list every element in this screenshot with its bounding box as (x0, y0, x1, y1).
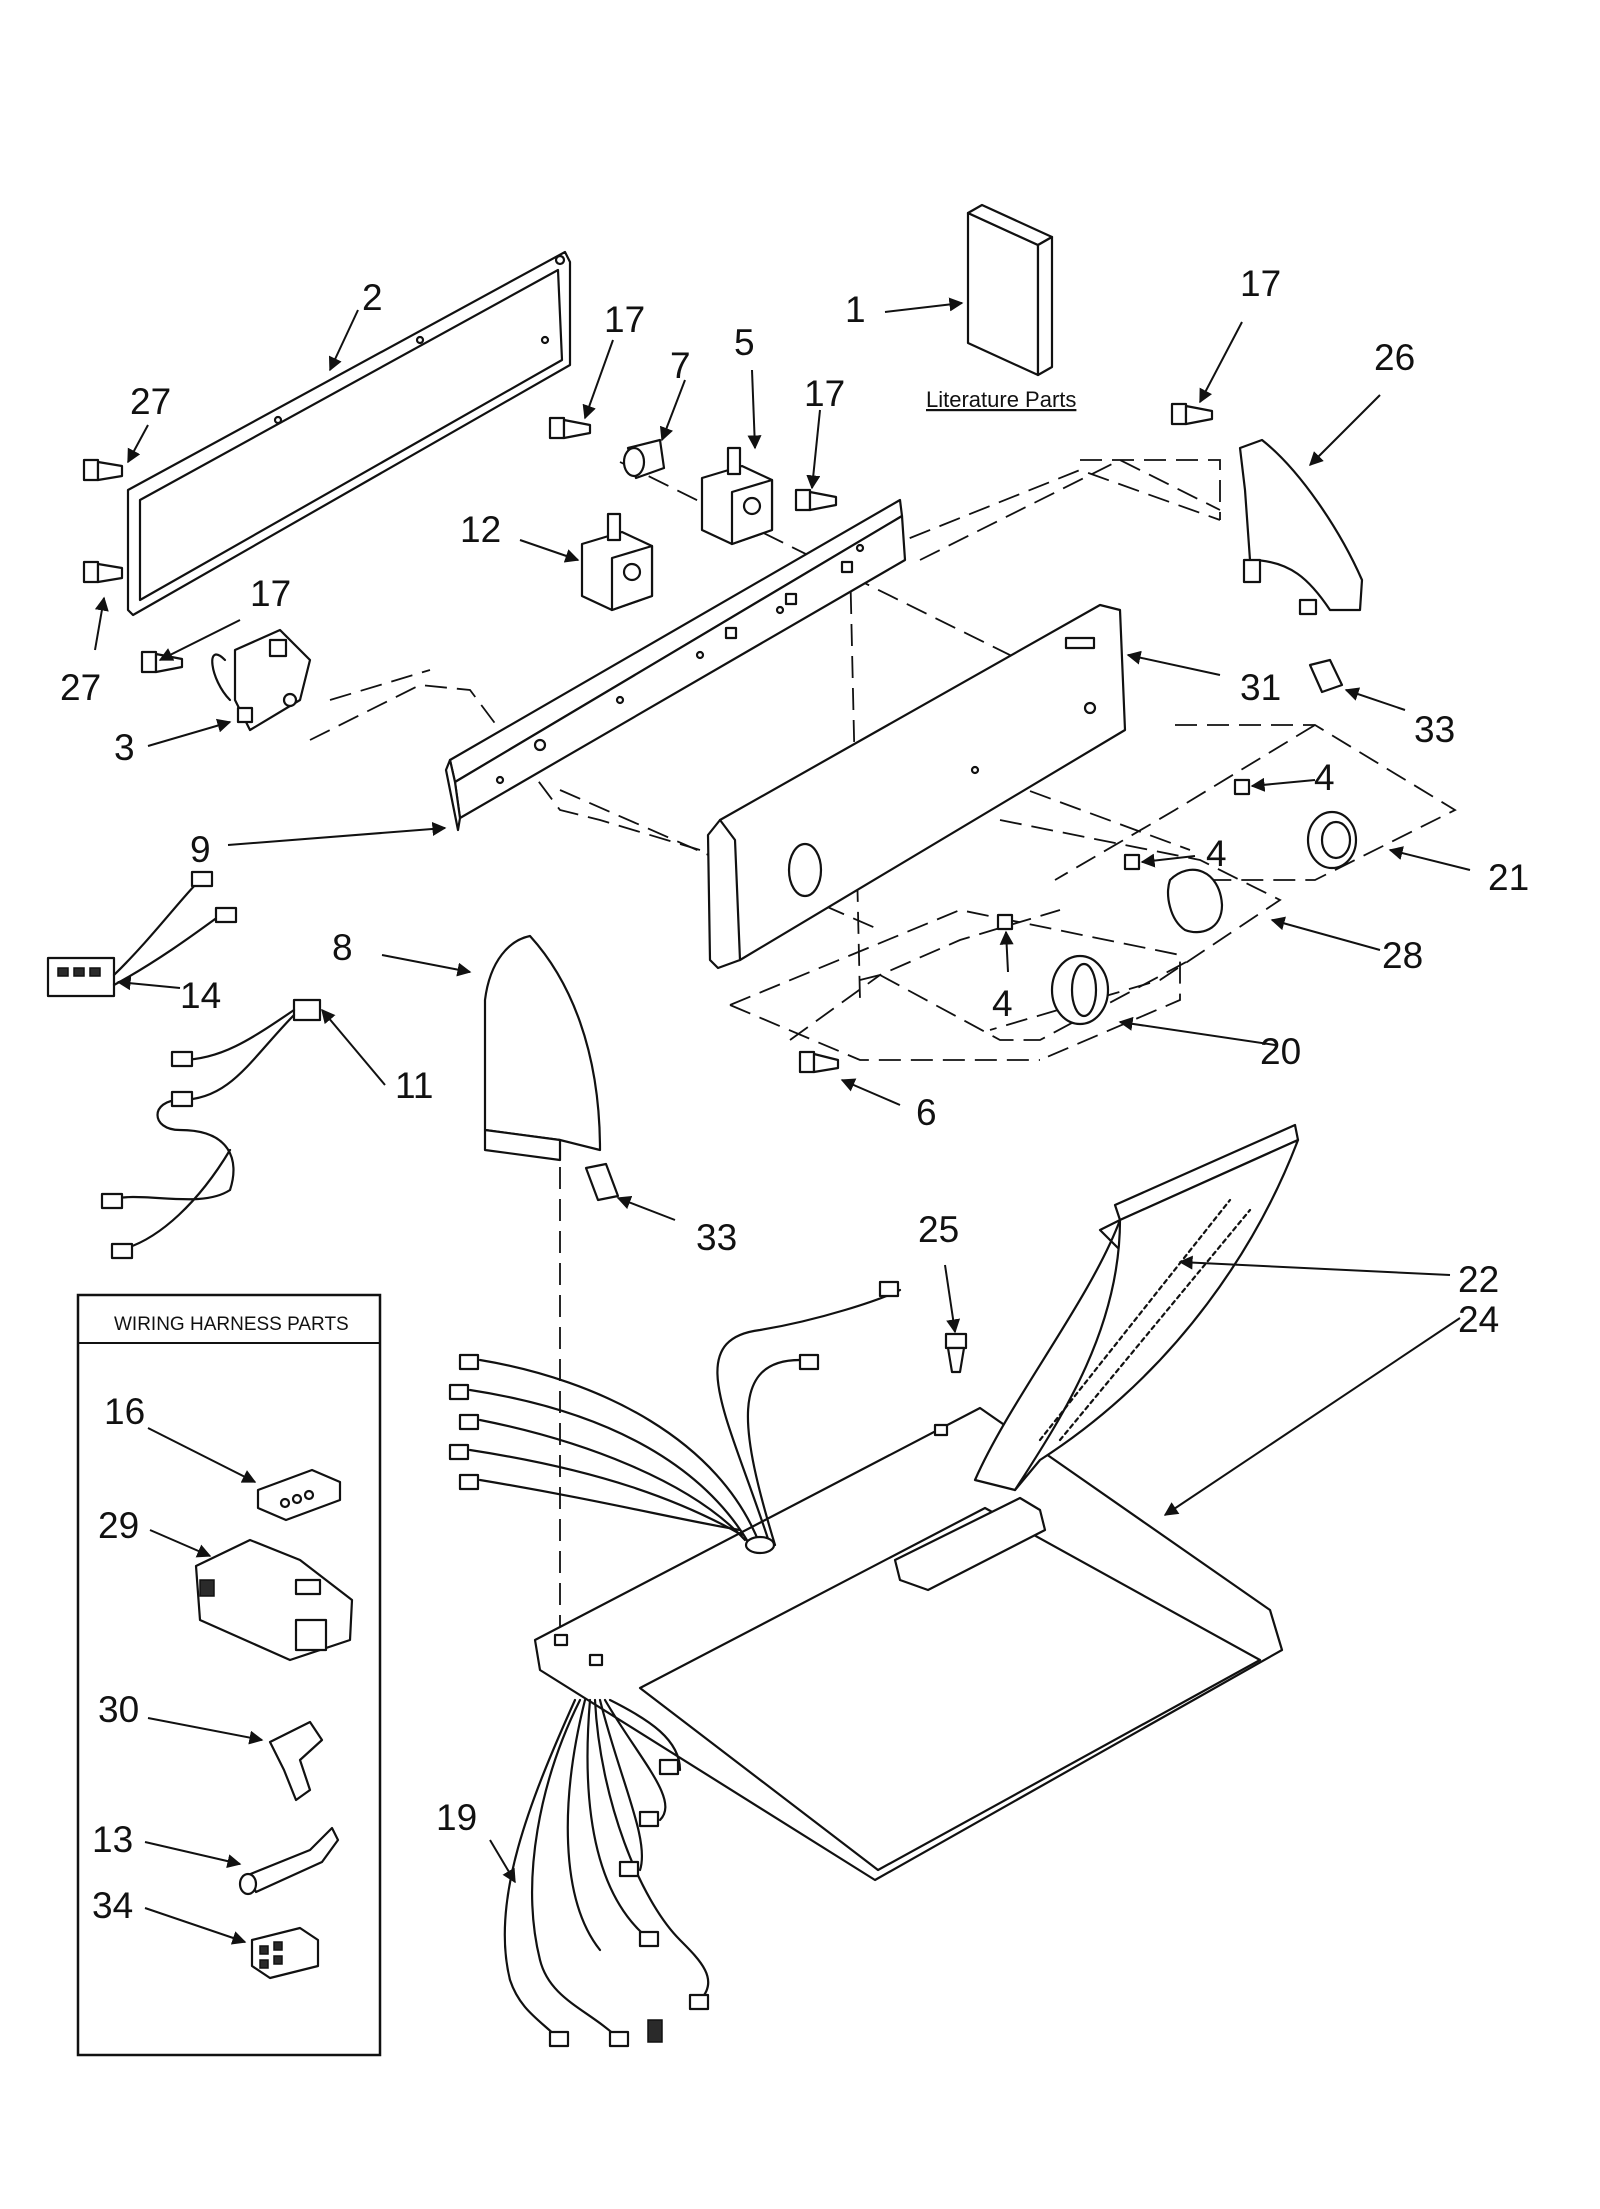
console-part-31 (706, 603, 1127, 970)
insert-part-4-c (996, 913, 1014, 931)
knob-part-20 (1050, 954, 1110, 1026)
callout-25: 25 (918, 1209, 959, 1250)
screw-17-a (548, 416, 592, 440)
callout-4-a: 4 (1314, 757, 1335, 798)
callout-leader-arrows (94, 297, 1471, 1945)
screw-27-bottom (82, 560, 124, 584)
callout-26: 26 (1374, 337, 1415, 378)
callout-20: 20 (1260, 1031, 1301, 1072)
insert-part-4-a (1233, 778, 1251, 796)
connector-part-29 (194, 1538, 354, 1662)
callout-17-d: 17 (1240, 263, 1281, 304)
callout-6: 6 (916, 1092, 937, 1133)
callout-22: 22 (1458, 1259, 1499, 1300)
callout-14: 14 (180, 975, 221, 1016)
callout-19: 19 (436, 1797, 477, 1838)
screw-17-d (1170, 402, 1214, 426)
callout-9: 9 (190, 829, 211, 870)
callout-33-a: 33 (1414, 709, 1455, 750)
clip-part-33-right (1308, 658, 1344, 694)
callout-7: 7 (670, 345, 691, 386)
callout-13: 13 (92, 1819, 133, 1860)
assembly-dashed-lines (309, 458, 1457, 1640)
callout-17-b: 17 (804, 373, 845, 414)
callout-24: 24 (1458, 1299, 1499, 1340)
end-cap-part-26 (1238, 438, 1364, 616)
cover-wire-harness-top (448, 1280, 902, 1555)
top-cover-part-24 (533, 1406, 1284, 1882)
switch-part-12 (580, 512, 654, 612)
clip-part-33-left (584, 1162, 620, 1202)
rear-console-panel (126, 250, 572, 617)
knob-part-28 (1167, 868, 1224, 934)
cover-wire-harness-bottom (503, 1698, 710, 2048)
callout-16: 16 (104, 1391, 145, 1432)
literature-booklet (966, 203, 1054, 377)
callout-5: 5 (734, 322, 755, 363)
wiring-harness-parts-title: WIRING HARNESS PARTS (114, 1314, 349, 1335)
console-end-part-8 (483, 934, 602, 1162)
screw-part-6 (798, 1050, 840, 1074)
insert-part-4-b (1123, 853, 1141, 871)
callout-29: 29 (98, 1505, 139, 1546)
console-bracket-part-9 (444, 498, 907, 832)
harness-part-14 (46, 870, 238, 998)
callout-4-c: 4 (992, 983, 1013, 1024)
callout-31: 31 (1240, 667, 1281, 708)
callout-11: 11 (395, 1065, 433, 1106)
callout-17-a: 17 (604, 299, 645, 340)
callout-3: 3 (114, 727, 135, 768)
callout-12: 12 (460, 509, 501, 550)
wiring-harness-parts-box (76, 1293, 382, 2057)
callout-4-b: 4 (1206, 833, 1227, 874)
callout-21: 21 (1488, 857, 1529, 898)
clip-part-30 (268, 1720, 324, 1802)
callout-17-c: 17 (250, 573, 291, 614)
connector-part-34 (250, 1926, 320, 1980)
callout-33-b: 33 (696, 1217, 737, 1258)
knob-part-21 (1306, 810, 1358, 870)
timer-part-3 (211, 628, 312, 732)
screw-part-25 (944, 1332, 968, 1374)
literature-parts-label: Literature Parts (926, 387, 1076, 412)
callout-8: 8 (332, 927, 353, 968)
callout-2: 2 (362, 277, 383, 318)
callout-1: 1 (845, 289, 866, 330)
callout-27-a: 27 (130, 381, 171, 422)
callout-28: 28 (1382, 935, 1423, 976)
callout-34: 34 (92, 1885, 133, 1926)
screw-17-c (140, 650, 184, 674)
lint-screen-part-22 (973, 1123, 1300, 1492)
screw-27-top (82, 458, 124, 482)
connector-part-16 (256, 1468, 342, 1522)
callout-30: 30 (98, 1689, 139, 1730)
screw-17-b (794, 488, 838, 512)
clip-part-7 (622, 438, 666, 480)
harness-part-11 (100, 998, 322, 1260)
terminal-part-13 (238, 1826, 340, 1896)
switch-part-5 (700, 446, 774, 546)
callout-27-b: 27 (60, 667, 101, 708)
